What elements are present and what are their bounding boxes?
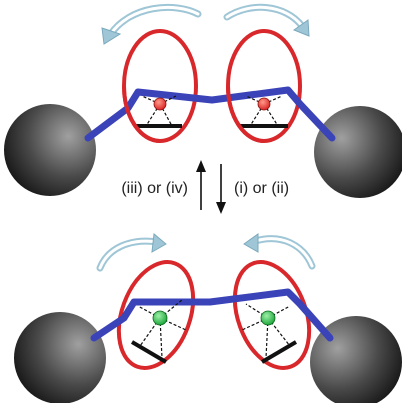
bottom-rotaxane bbox=[14, 233, 402, 403]
binding-site-left bbox=[130, 299, 187, 364]
binding-site-right bbox=[240, 95, 288, 128]
sphere-stopper-icon bbox=[4, 104, 96, 196]
metal-center-icon bbox=[153, 97, 167, 111]
top-rotaxane bbox=[4, 3, 402, 198]
curved-rotation-arrow-icon bbox=[96, 233, 167, 272]
arrow-up-icon bbox=[196, 160, 206, 210]
axle bbox=[90, 288, 334, 342]
binding-site-left bbox=[136, 95, 182, 128]
metal-center-icon bbox=[152, 310, 168, 326]
sphere-stopper-icon bbox=[14, 312, 106, 403]
metal-center-icon bbox=[260, 310, 276, 326]
metal-center-icon bbox=[257, 97, 271, 111]
curved-rotation-arrow-icon bbox=[101, 3, 202, 45]
macrocycle-ring-icon bbox=[116, 260, 196, 370]
sphere-stopper-icon bbox=[314, 106, 402, 198]
left-condition-label: (iii) or (iv) bbox=[121, 180, 188, 197]
arrow-down-icon bbox=[216, 164, 226, 214]
curved-rotation-arrow-icon bbox=[223, 3, 310, 37]
binding-site-right bbox=[241, 303, 298, 364]
curved-rotation-arrow-icon bbox=[243, 233, 316, 270]
right-condition-label: (i) or (ii) bbox=[234, 180, 289, 197]
switch-arrows: (iii) or (iv) (i) or (ii) bbox=[121, 160, 289, 214]
